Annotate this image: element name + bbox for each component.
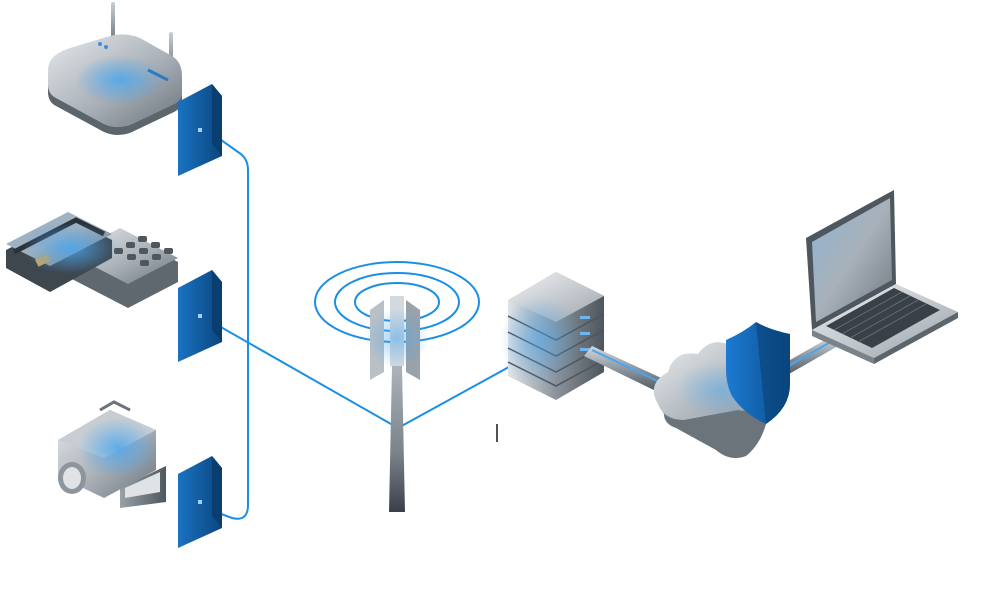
link-tower-server: [397, 361, 519, 429]
cellular-module-router: [178, 84, 222, 176]
cellular-module-icon: [178, 270, 222, 362]
wifi-router-icon: [48, 2, 182, 135]
pipe-server-cloud: [584, 346, 670, 394]
laptop-icon: [806, 190, 958, 364]
server-rack-icon: [500, 272, 605, 400]
cellular-module-camera: [178, 456, 222, 548]
pipe-connections: [584, 336, 838, 394]
link-router-bus: [199, 124, 249, 520]
security-camera-icon: [58, 400, 166, 508]
server-rack: [500, 272, 605, 400]
laptop-node: [806, 190, 958, 364]
cellular-module-icon: [178, 456, 222, 548]
security-camera-device: [58, 400, 166, 508]
shield-icon: [726, 322, 790, 424]
cellular-module-icon: [178, 84, 222, 176]
link-terminal-tower: [204, 317, 399, 429]
cellular-module-terminal: [178, 270, 222, 362]
cell-tower: [314, 261, 480, 512]
card-payment-terminal-icon: [6, 212, 178, 308]
payment-terminal-device: [6, 212, 178, 308]
security-shield: [726, 322, 790, 424]
cell-tower-icon: [314, 261, 480, 512]
router-device: [48, 2, 182, 135]
wireless-links: [199, 124, 519, 520]
